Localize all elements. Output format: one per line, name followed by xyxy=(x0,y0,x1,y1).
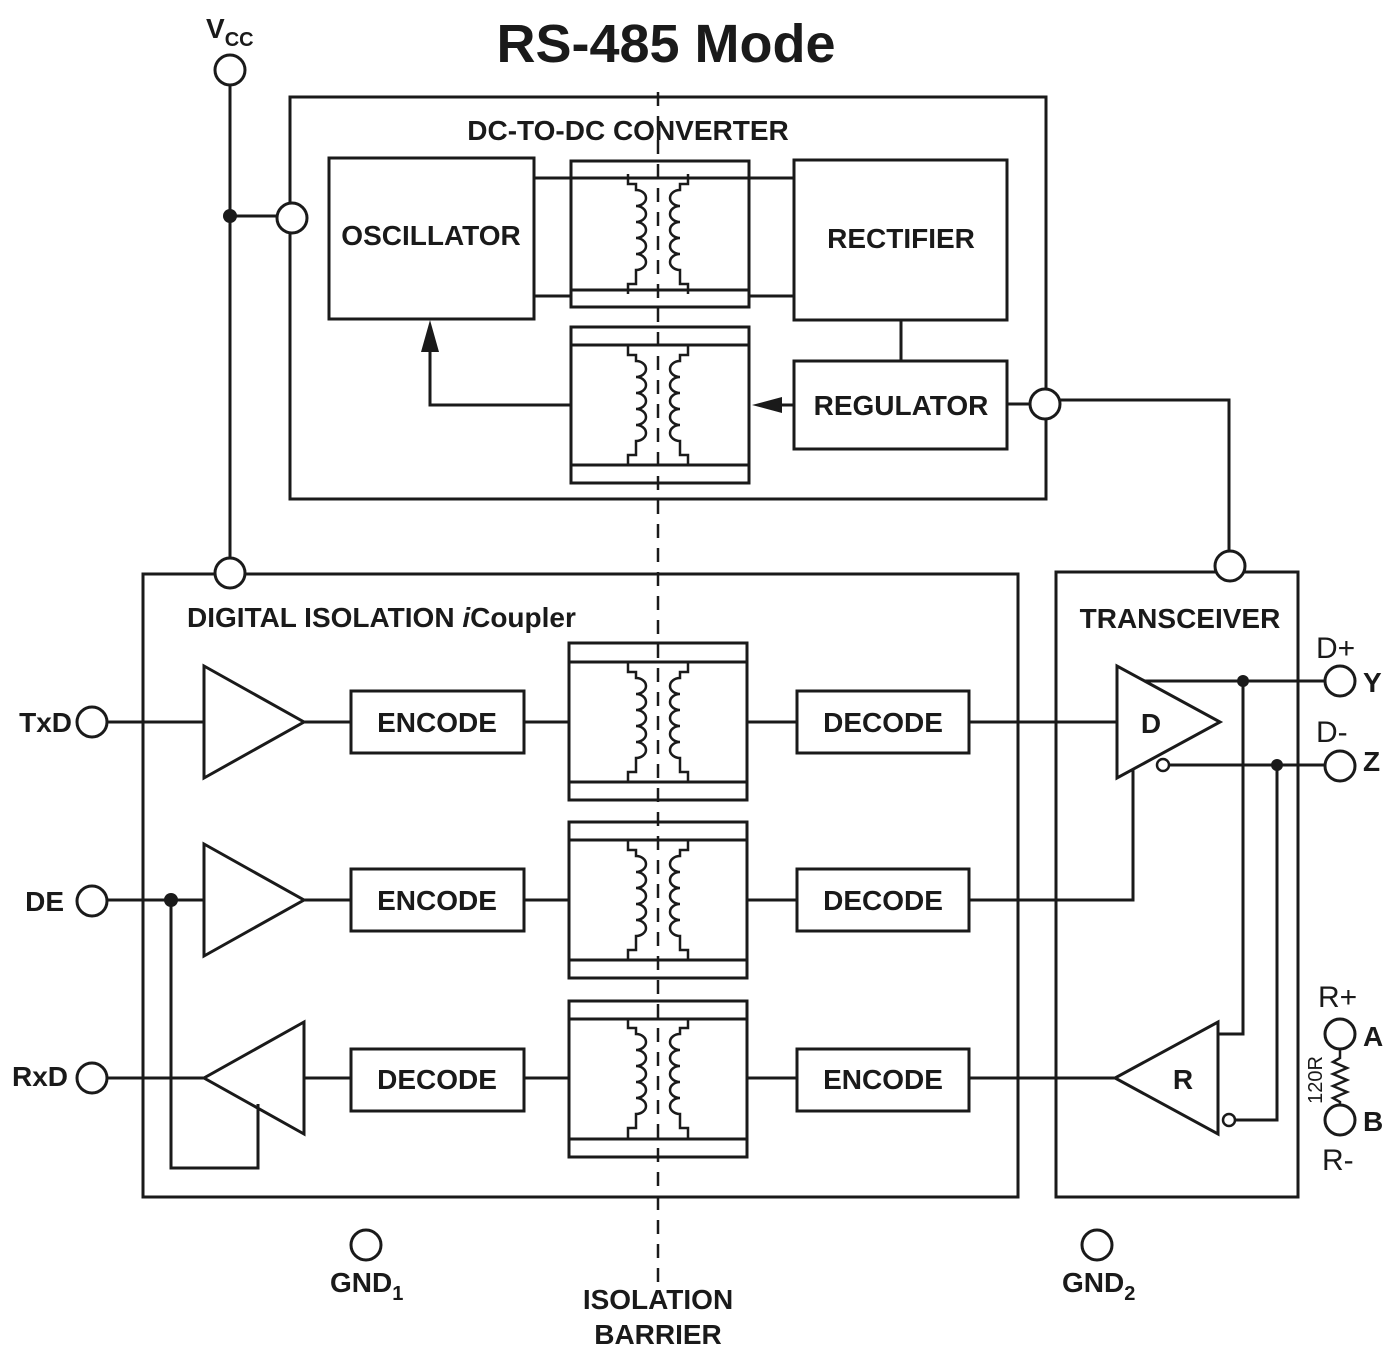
z-pin xyxy=(1323,749,1357,783)
receiver-inverting-bubble xyxy=(1221,1112,1237,1128)
txd-decode-block xyxy=(795,689,971,755)
driver-label: D xyxy=(1141,708,1161,739)
receiver-triangle xyxy=(1111,1019,1220,1137)
r-minus-label: R- xyxy=(1322,1144,1354,1177)
rxd-encode-block xyxy=(795,1047,971,1113)
termination-resistor xyxy=(1329,1049,1351,1105)
de-buffer xyxy=(202,841,308,959)
rxd-encode-label: ENCODE xyxy=(823,1064,943,1095)
dcdc-vin-pin xyxy=(275,201,309,235)
feedback-transformer-frame xyxy=(569,325,751,485)
transceiver-label: TRANSCEIVER xyxy=(1080,603,1281,634)
gnd1-label: GND1 xyxy=(330,1267,403,1305)
feedback-arrowhead xyxy=(752,397,782,413)
transceiver-box xyxy=(1054,570,1300,1199)
rxd-decode-block xyxy=(349,1047,526,1113)
gnd2-label: GND2 xyxy=(1062,1267,1135,1305)
vout-to-transceiver-wire xyxy=(1060,398,1231,550)
rxd-buffer xyxy=(200,1019,306,1137)
d-plus-label: D+ xyxy=(1316,632,1355,665)
power-transformer-frame xyxy=(569,159,751,309)
de-decode-label: DECODE xyxy=(823,885,943,916)
txd-decode-label: DECODE xyxy=(823,707,943,738)
dcdc-converter-label: DC-TO-DC CONVERTER xyxy=(467,115,788,146)
de-to-driver-enable-wire xyxy=(969,770,1135,902)
gnd2-pin xyxy=(1080,1228,1114,1262)
de-encode-label: ENCODE xyxy=(377,885,497,916)
z-label: Z xyxy=(1363,746,1380,777)
isolation-vcc-pin xyxy=(213,556,247,590)
y-label: Y xyxy=(1363,667,1382,698)
regulator-label: REGULATOR xyxy=(814,390,989,421)
dcdc-converter-box xyxy=(288,95,1048,501)
a-label: A xyxy=(1363,1021,1383,1052)
b-pin xyxy=(1323,1103,1357,1137)
z-to-receiver-wire xyxy=(1235,765,1279,1122)
txd-pin xyxy=(75,705,109,739)
resistor-label: 120R xyxy=(1305,1056,1327,1104)
osc-arrowhead xyxy=(421,320,439,352)
digital-isolation-box xyxy=(141,572,1020,1199)
driver-triangle xyxy=(1115,663,1224,781)
rxd-enable-loop-wire xyxy=(169,900,260,1170)
y-to-receiver-wire xyxy=(1218,681,1245,1036)
txd-encode-label: ENCODE xyxy=(377,707,497,738)
r-plus-label: R+ xyxy=(1318,981,1357,1014)
vcc-label: VCC xyxy=(206,13,254,51)
de-pin xyxy=(75,884,109,918)
rxd-decode-label: DECODE xyxy=(377,1064,497,1095)
dcdc-vout-pin xyxy=(1028,387,1062,421)
rxd-pin-label: RxD xyxy=(12,1061,68,1092)
txd-pin-label: TxD xyxy=(19,707,72,738)
vcc-junction-dot xyxy=(223,209,237,223)
driver-inverting-bubble xyxy=(1155,757,1171,773)
gnd1-pin xyxy=(349,1228,383,1262)
d-minus-label: D- xyxy=(1316,716,1348,749)
vcc-pin xyxy=(213,53,247,87)
feedback-to-osc-wire xyxy=(428,350,571,407)
diagram-title: RS-485 Mode xyxy=(496,14,835,74)
oscillator-label: OSCILLATOR xyxy=(341,220,520,251)
isolation-barrier-label-line2: BARRIER xyxy=(594,1319,722,1350)
digital-isolation-label: DIGITAL ISOLATION iCoupler xyxy=(187,602,576,633)
oscillator-block xyxy=(327,156,536,321)
a-pin xyxy=(1323,1017,1357,1051)
y-pin xyxy=(1323,664,1357,698)
isolation-barrier-label-line1: ISOLATION xyxy=(583,1284,733,1315)
receiver-label: R xyxy=(1173,1064,1193,1095)
rectifier-label: RECTIFIER xyxy=(827,223,975,254)
transceiver-vcc-pin xyxy=(1213,549,1247,583)
rxd-pin xyxy=(75,1061,109,1095)
de-pin-label: DE xyxy=(25,886,64,917)
txd-buffer xyxy=(202,663,308,781)
b-label: B xyxy=(1363,1106,1383,1137)
